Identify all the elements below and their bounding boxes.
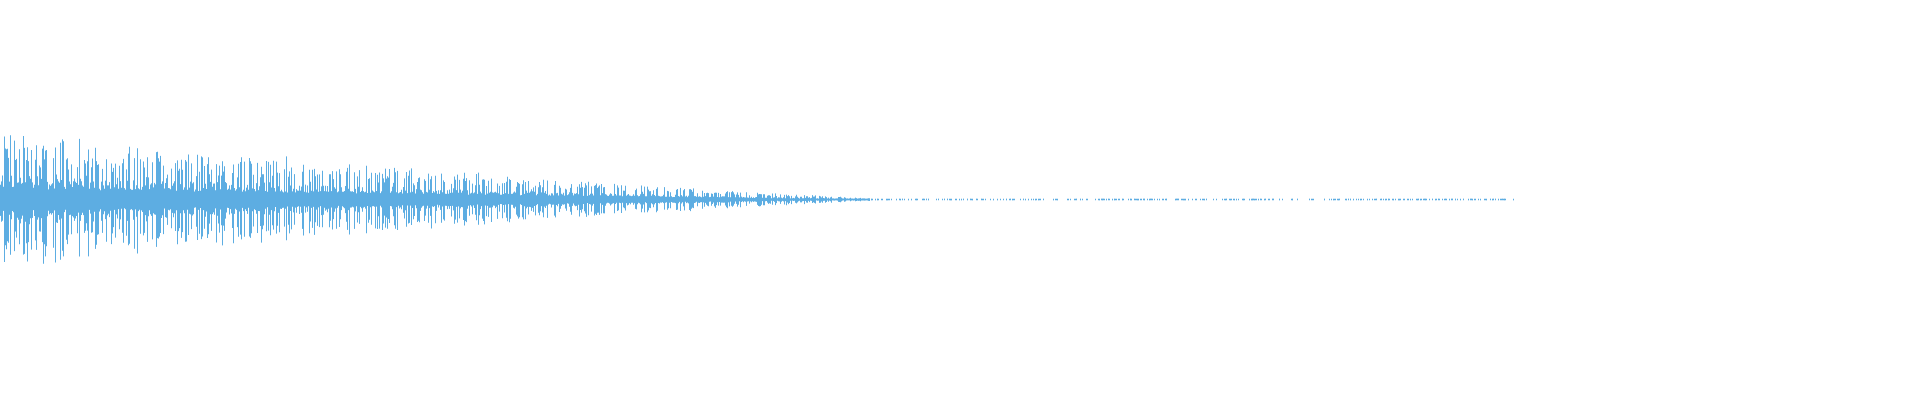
waveform-bars [0, 135, 1514, 264]
